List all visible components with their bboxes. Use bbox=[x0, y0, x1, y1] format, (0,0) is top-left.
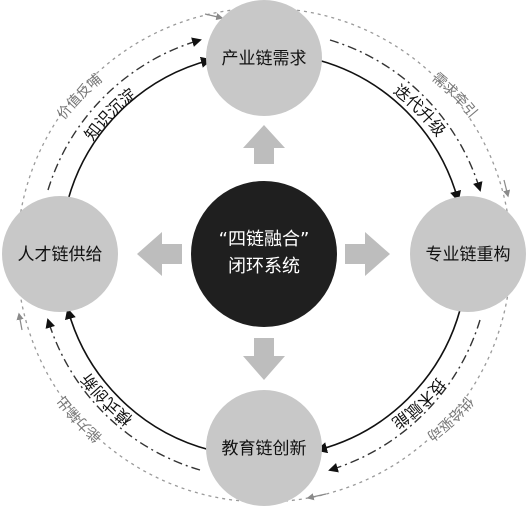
middle-arc-top-right bbox=[329, 39, 483, 192]
inner-arc-top-left bbox=[67, 56, 213, 201]
node-bottom-circle bbox=[206, 390, 322, 506]
node-bottom-label: 教育链创新 bbox=[222, 439, 307, 459]
block-arrow-right bbox=[345, 232, 390, 276]
inner-arc-bottom-right bbox=[315, 309, 461, 454]
node-top-circle bbox=[206, 0, 322, 116]
inner-arc-top-right bbox=[317, 59, 462, 203]
center-circle bbox=[191, 181, 337, 327]
outer-arrow-left bbox=[16, 312, 24, 331]
middle-arc-bottom-left bbox=[45, 318, 201, 471]
outer-arrow-bottom bbox=[306, 493, 327, 501]
block-arrow-down bbox=[243, 338, 285, 380]
center-title-line1: “四链融合” bbox=[219, 229, 310, 250]
node-left-label: 人才链供给 bbox=[18, 245, 103, 265]
node-right-label: 专业链重构 bbox=[426, 245, 511, 265]
block-arrow-up bbox=[243, 125, 285, 164]
inner-arc-bottom-left bbox=[65, 307, 211, 451]
middle-arc-top-left bbox=[47, 37, 202, 191]
outer-arrow-top bbox=[204, 13, 224, 21]
node-top-label: 产业链需求 bbox=[222, 49, 307, 69]
node-left-circle bbox=[2, 196, 118, 312]
middle-arc-bottom-right bbox=[328, 319, 481, 473]
outer-arrow-right bbox=[503, 179, 511, 198]
node-right-circle bbox=[410, 196, 526, 312]
block-arrow-left bbox=[137, 232, 182, 276]
center-title-line2: 闭环系统 bbox=[228, 256, 300, 277]
